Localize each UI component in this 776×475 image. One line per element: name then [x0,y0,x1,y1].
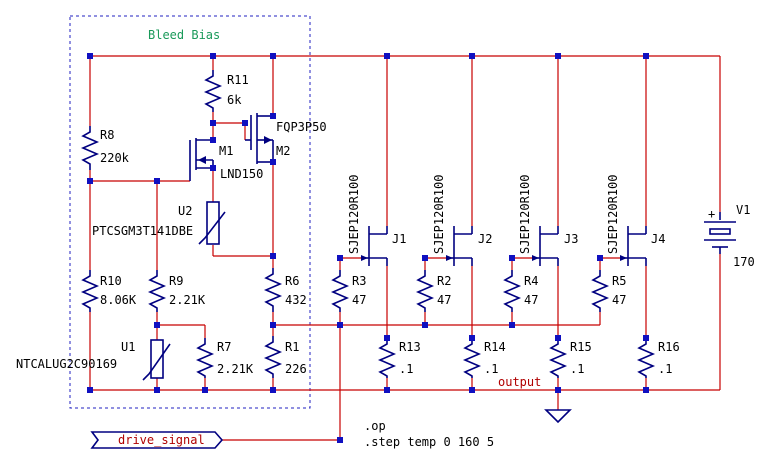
r14-value: .1 [484,362,498,376]
r13-value: .1 [399,362,413,376]
r11-ref: R11 [227,73,249,87]
resistor-r7 [195,338,215,378]
bleed-bias-box [69,15,311,409]
r6-value: 432 [285,293,307,307]
jfet-j4 [620,226,647,266]
j2-ref: J2 [478,232,492,246]
r4-ref: R4 [524,274,538,288]
j3-value: SJEP120R100 [518,175,532,254]
r8-value: 220k [100,151,130,165]
resistor-r16 [636,338,656,378]
voltage-source-v1: + [704,207,736,254]
jfet-j1 [361,226,388,266]
resistor-r15 [548,338,568,378]
wires [89,55,721,441]
r9-ref: R9 [169,274,183,288]
mosfet-m2 [245,113,274,164]
u2-ref: U2 [178,204,192,218]
resistor-r11 [203,70,223,112]
r10-value: 8.06K [100,293,137,307]
bleed-bias-title: Bleed Bias [148,28,220,42]
j1-value: SJEP120R100 [347,175,361,254]
m1-ref: M1 [219,144,233,158]
resistor-r3 [330,270,350,312]
j3-ref: J3 [564,232,578,246]
u2-value: PTCSGM3T141DBE [92,224,193,238]
directive-step: .step temp 0 160 5 [364,435,494,449]
m2-value: FQP3P50 [276,120,327,134]
r5-ref: R5 [612,274,626,288]
thermistor-u2 [198,201,226,245]
j4-value: SJEP120R100 [606,175,620,254]
resistor-r8 [80,126,100,170]
resistor-r13 [377,338,397,378]
ground-symbol [544,409,572,424]
u1-value: NTCALUG2C90169 [16,357,117,371]
r5-value: 47 [612,293,626,307]
resistor-r10 [80,270,100,312]
r6-ref: R6 [285,274,299,288]
u1-ref: U1 [121,340,135,354]
r15-value: .1 [570,362,584,376]
resistor-r4 [502,270,522,312]
r4-value: 47 [524,293,538,307]
drive-signal-label: drive_signal [118,433,205,447]
m2-ref: M2 [276,144,290,158]
m1-value: LND150 [220,167,263,181]
r3-ref: R3 [352,274,366,288]
resistor-r14 [462,338,482,378]
r3-value: 47 [352,293,366,307]
thermistor-u1 [142,339,171,381]
r15-ref: R15 [570,340,592,354]
jfet-j2 [446,226,473,266]
output-net-label: output [498,375,541,389]
resistor-r2 [415,270,435,312]
mosfet-m1 [189,138,214,181]
r11-value: 6k [227,93,242,107]
r1-value: 226 [285,362,307,376]
j1-ref: J1 [392,232,406,246]
resistor-r9 [147,270,167,312]
j2-value: SJEP120R100 [432,175,446,254]
resistor-r1 [263,336,283,378]
v1-value: 170 [733,255,755,269]
r10-ref: R10 [100,274,122,288]
r2-ref: R2 [437,274,451,288]
svg-text:+: + [708,207,715,221]
j4-ref: J4 [651,232,665,246]
r13-ref: R13 [399,340,421,354]
drive-signal-port [90,431,224,449]
r9-value: 2.21K [169,293,206,307]
jfet-j3 [532,226,559,266]
r8-ref: R8 [100,128,114,142]
resistor-r5 [590,270,610,312]
resistor-r6 [263,268,283,312]
r16-ref: R16 [658,340,680,354]
resistors [80,70,656,378]
r16-value: .1 [658,362,672,376]
r2-value: 47 [437,293,451,307]
directive-op: .op [364,419,386,433]
v1-ref: V1 [736,203,750,217]
r1-ref: R1 [285,340,299,354]
junction-dots [87,53,649,443]
r7-value: 2.21K [217,362,254,376]
r7-ref: R7 [217,340,231,354]
r14-ref: R14 [484,340,506,354]
